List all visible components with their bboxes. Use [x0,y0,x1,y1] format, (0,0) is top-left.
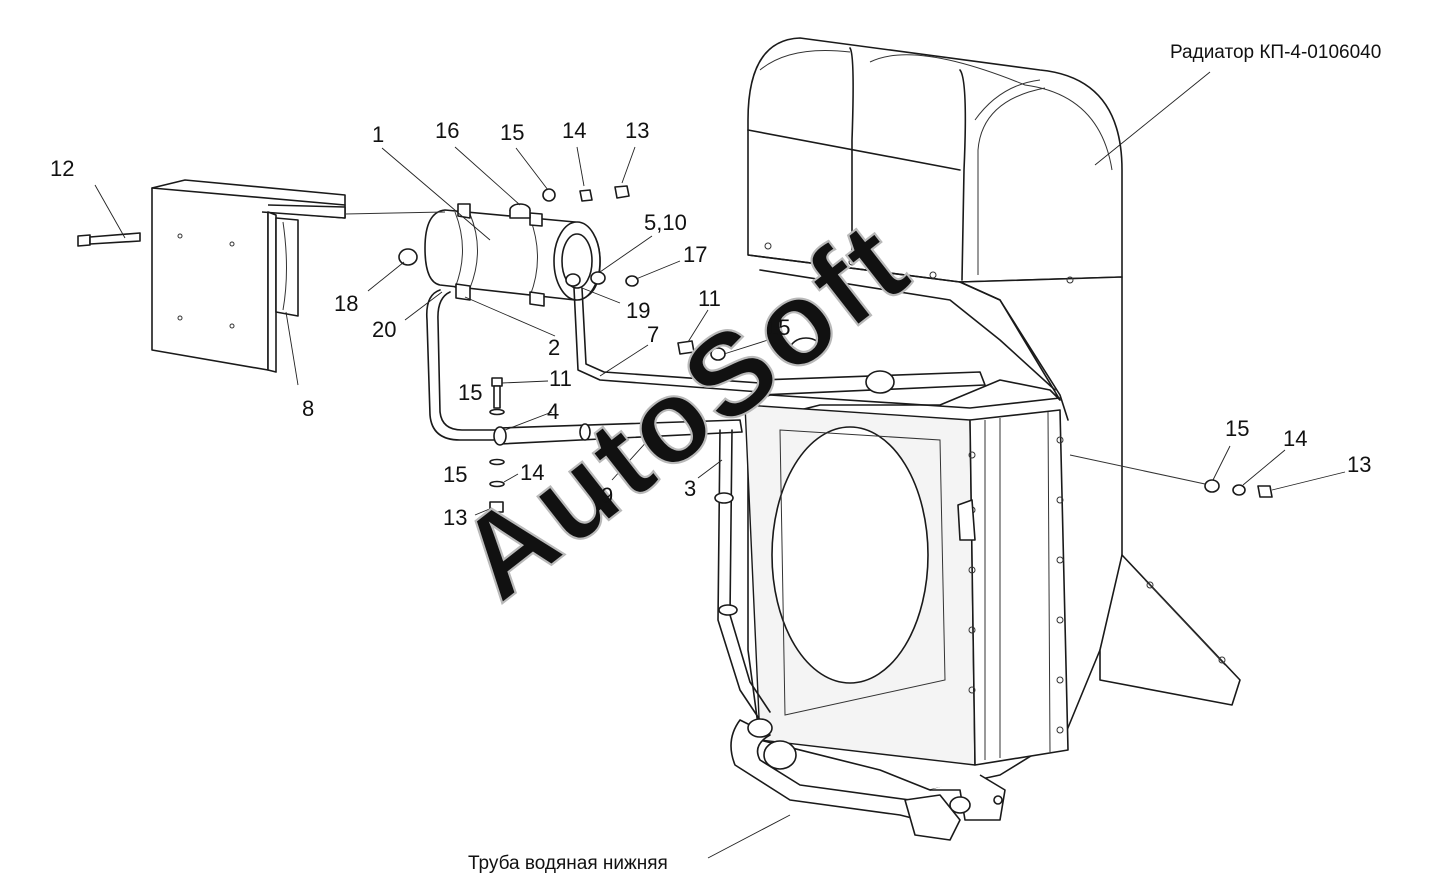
callout-7: 7 [647,322,659,347]
callout-1: 1 [372,122,384,147]
callout-2: 2 [548,335,560,360]
leader-lines [94,71,1346,859]
callout-11-mid: 11 [549,366,572,391]
callout-18: 18 [334,291,358,316]
mounting-bracket [151,179,346,373]
callout-14-top: 14 [562,118,586,143]
callout-17: 17 [683,242,707,267]
callout-5-10: 5,10 [644,210,687,235]
radiator-assembly [744,37,1241,821]
callout-14-bottom: 14 [520,460,544,485]
callout-4: 4 [547,399,559,424]
callout-3: 3 [684,476,696,501]
callout-15-left: 15 [458,380,482,405]
callout-9: 9 [601,483,613,508]
callout-13-bottom: 13 [443,505,467,530]
callout-13-top: 13 [625,118,649,143]
callout-15-bottom: 15 [443,462,467,487]
callout-19: 19 [626,298,650,323]
callout-13-right: 13 [1347,452,1371,477]
callout-20: 20 [372,317,396,342]
callout-12: 12 [50,156,74,181]
coolant-pipes [425,287,971,841]
callout-14-right: 14 [1283,426,1307,451]
callout-11-top: 11 [698,286,721,311]
fasteners [77,185,1273,513]
callout-numbers: 1 16 15 14 13 12 5,10 17 18 19 20 2 7 11… [50,118,1371,530]
caption-lower-water-pipe: Труба водяная нижняя [468,853,668,874]
callout-15-top: 15 [500,120,524,145]
expansion-tank [424,203,639,307]
callout-8: 8 [302,396,314,421]
caption-radiator: Радиатор КП-4-0106040 [1170,42,1381,63]
callout-16: 16 [435,118,459,143]
callout-15-right: 15 [1225,416,1249,441]
callout-15-mid: 15 [766,315,790,340]
